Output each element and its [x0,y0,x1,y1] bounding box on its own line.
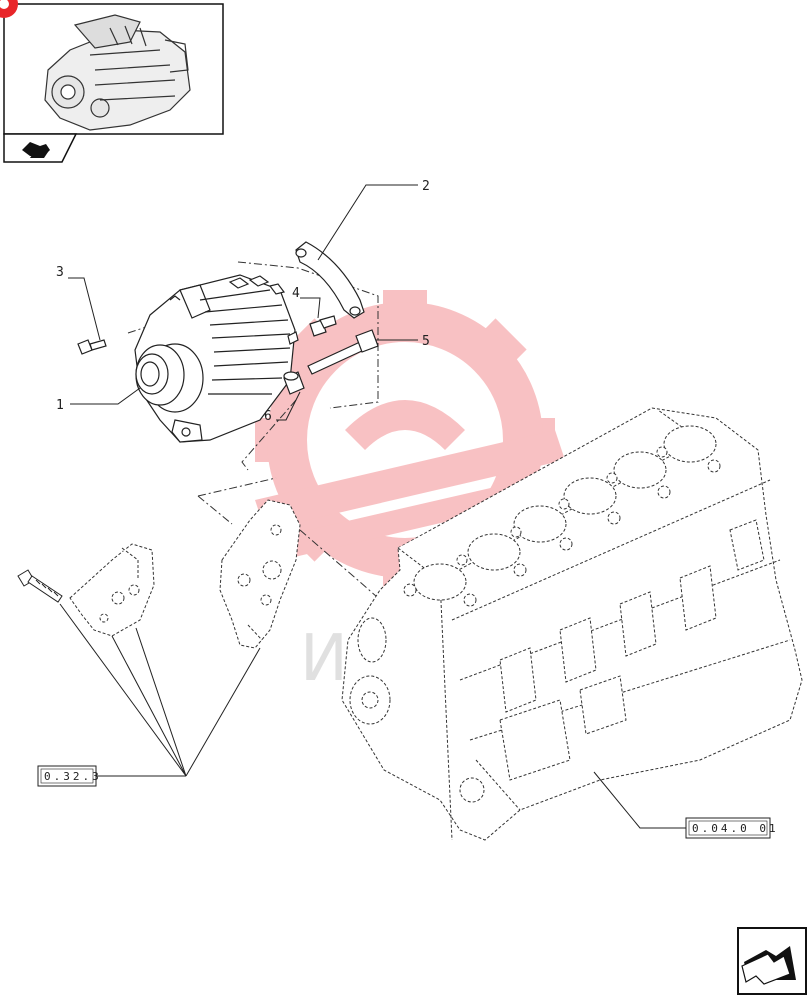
bushing-part-6[interactable] [283,371,305,395]
watermark-gear-icon [255,290,565,590]
corner-badge [0,0,18,18]
reference-label-bracket-group: 0.32.3 [44,770,102,783]
reference-label-engine-block: 0.04.0 01 [692,822,779,835]
reference-bracket-group[interactable]: 0.32.3 [37,765,102,787]
bracket-bolt[interactable] [17,569,63,603]
callout-2: 2 [422,179,430,194]
mounting-bracket-large[interactable] [219,499,301,649]
engine-block[interactable] [341,407,803,841]
screw-part-4[interactable] [309,315,337,337]
callout-3: 3 [56,265,64,280]
screw-part-3[interactable] [77,339,107,355]
back-arrow-icon [22,142,50,158]
leader-lines [59,184,686,829]
alternator[interactable] [134,274,299,443]
engine-thumbnail[interactable] [3,3,224,135]
mounting-bracket-small[interactable] [69,543,155,637]
callout-6: 6 [264,409,272,424]
support-bracket[interactable] [295,241,365,319]
next-page-button[interactable] [737,927,807,995]
back-button[interactable] [3,133,78,163]
callout-5: 5 [422,334,430,349]
reference-engine-block[interactable]: 0.04.0 01 [685,817,779,839]
callout-4: 4 [292,286,300,301]
engine-thumbnail-icon [44,14,191,131]
callout-1: 1 [56,398,64,413]
bolt-part-5[interactable] [307,329,379,375]
next-page-arrow-icon [741,946,796,985]
